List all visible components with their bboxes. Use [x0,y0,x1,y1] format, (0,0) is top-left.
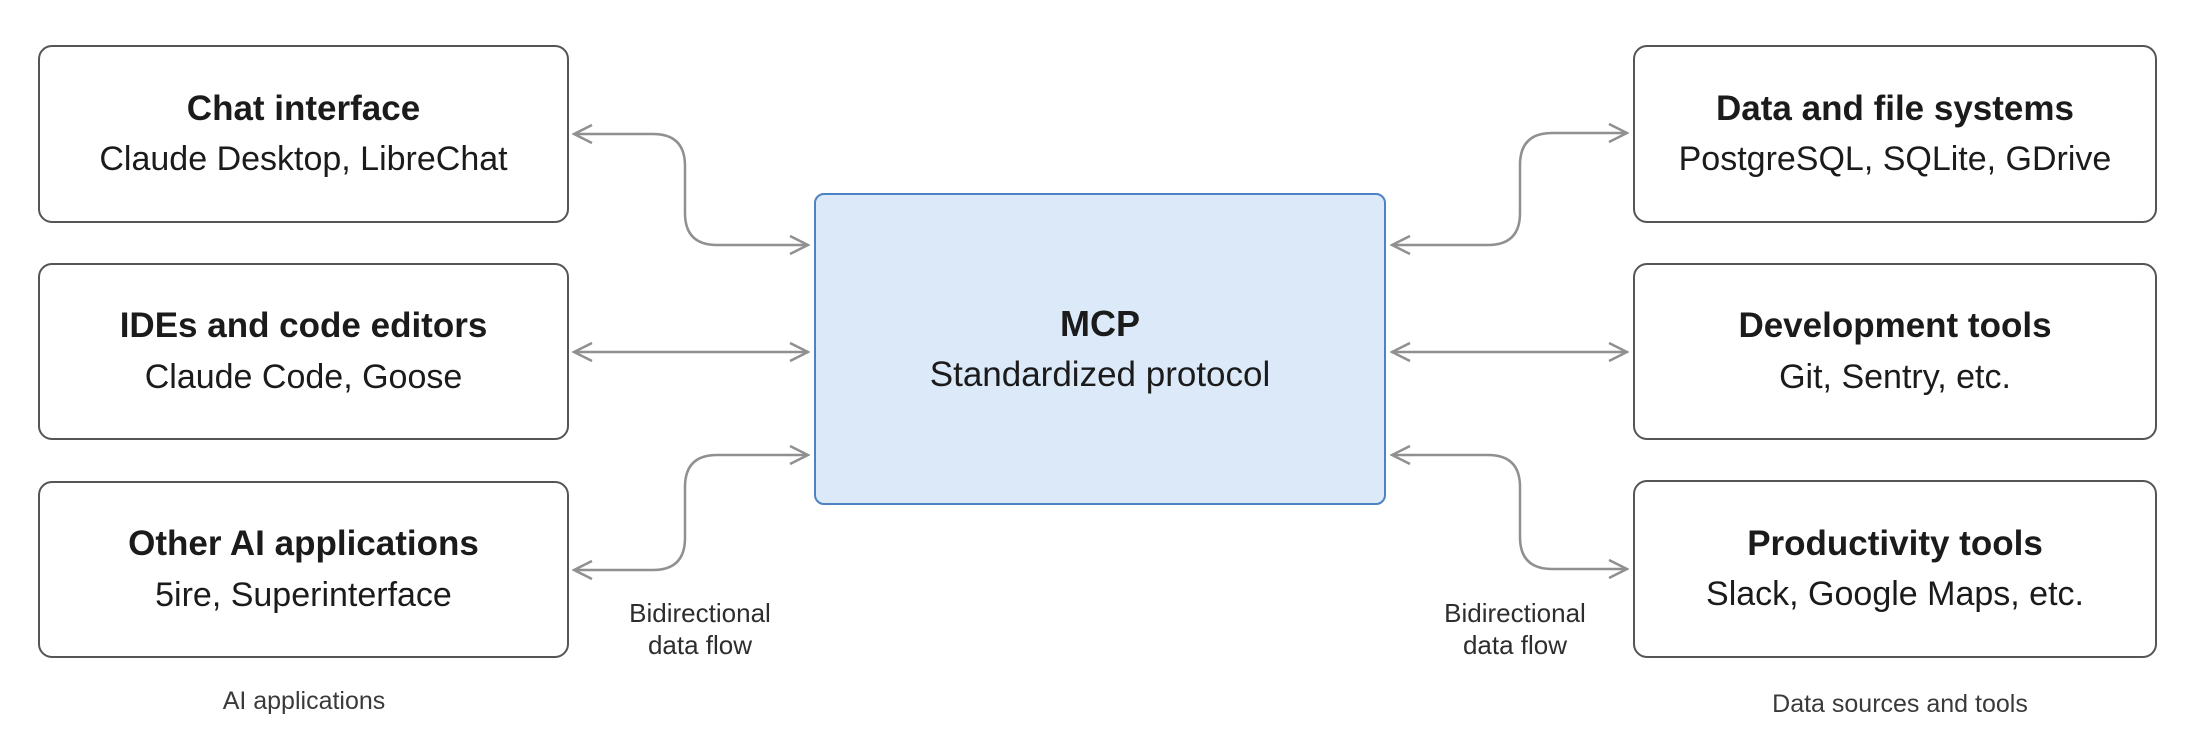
mcp-title: MCP [1060,302,1140,344]
flow-label-line2: data flow [1462,629,1568,660]
bidirectional-label-right: Bidirectional data flow [1405,598,1625,661]
flow-label-line1: Bidirectional [629,598,771,628]
connector-left-top [574,134,808,245]
box-development-tools: Development tools Git, Sentry, etc. [1633,263,2157,440]
box-data-file-systems: Data and file systems PostgreSQL, SQLite… [1633,45,2157,223]
box-subtitle: Git, Sentry, etc. [1779,357,2011,396]
connector-right-top [1392,133,1627,245]
box-title: Other AI applications [128,524,479,564]
box-other-ai-applications: Other AI applications 5ire, Superinterfa… [38,481,569,658]
connector-right-bottom [1392,455,1627,569]
mcp-subtitle: Standardized protocol [929,354,1271,394]
box-title: Development tools [1738,306,2052,346]
box-subtitle: Slack, Google Maps, etc. [1706,575,2084,614]
bidirectional-label-left: Bidirectional data flow [590,598,810,661]
box-ides-code-editors: IDEs and code editors Claude Code, Goose [38,263,569,440]
group-caption-data-sources: Data sources and tools [1772,690,2028,718]
box-mcp-protocol: MCP Standardized protocol [814,193,1386,505]
connector-left-bottom [574,455,808,570]
box-chat-interface: Chat interface Claude Desktop, LibreChat [38,45,569,223]
group-caption-ai-applications: AI applications [222,687,386,715]
box-subtitle: Claude Desktop, LibreChat [99,140,508,179]
box-title: IDEs and code editors [119,306,488,346]
flow-label-line2: data flow [647,629,753,660]
box-subtitle: 5ire, Superinterface [155,575,452,614]
box-subtitle: Claude Code, Goose [144,357,463,396]
flow-label-line1: Bidirectional [1444,598,1586,628]
box-productivity-tools: Productivity tools Slack, Google Maps, e… [1633,480,2157,658]
box-title: Chat interface [186,88,421,128]
box-title: Data and file systems [1716,88,2074,128]
box-subtitle: PostgreSQL, SQLite, GDrive [1678,140,2112,179]
box-title: Productivity tools [1747,523,2043,563]
